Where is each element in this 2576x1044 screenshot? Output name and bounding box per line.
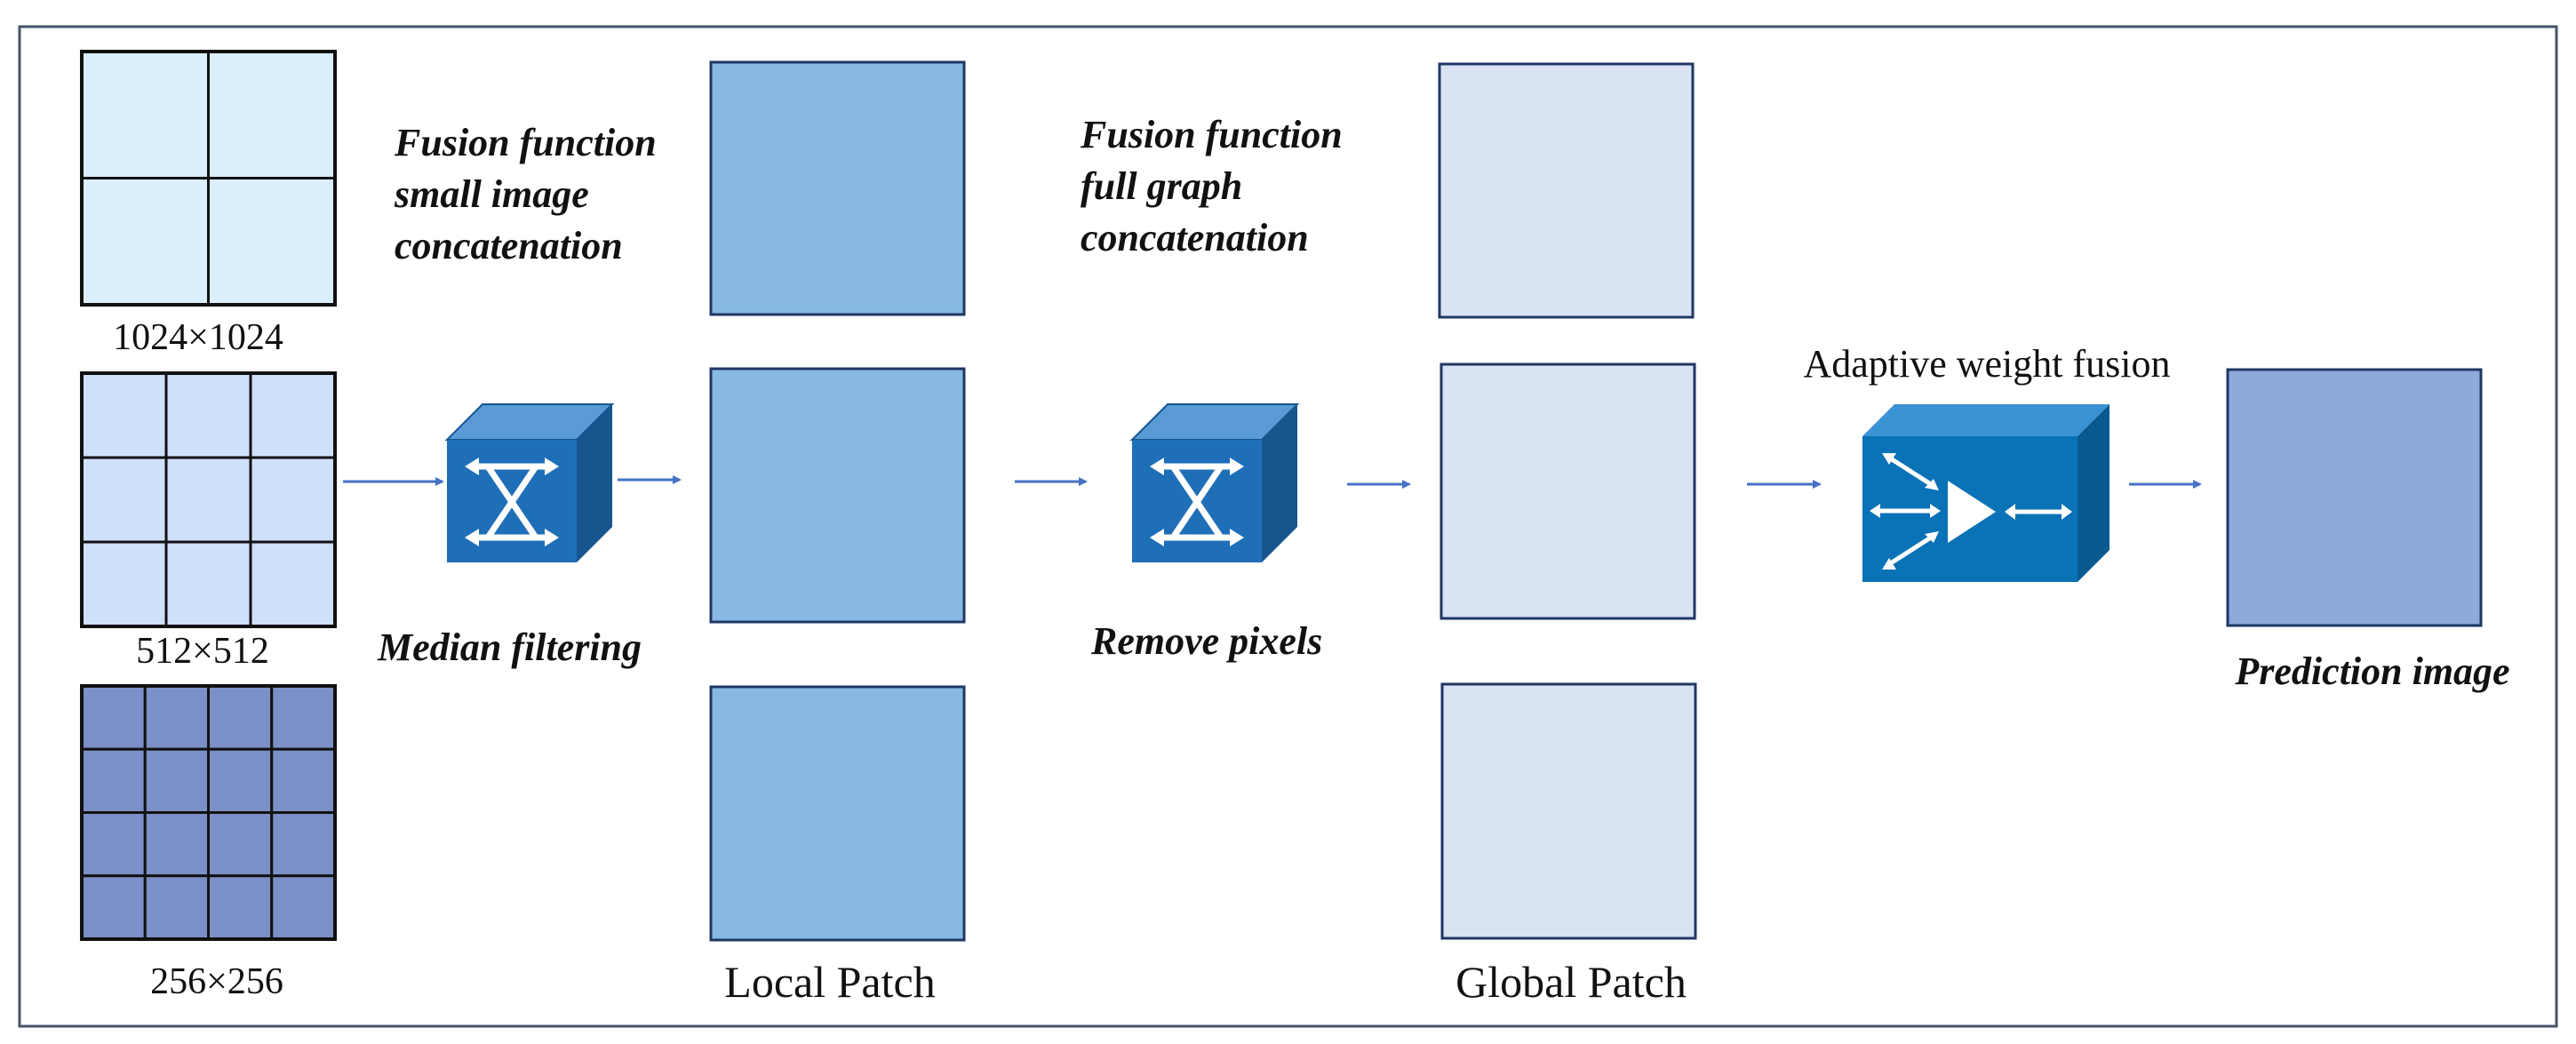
- fusion-global-line-3: concatenation: [1081, 216, 1309, 259]
- grid-cell: [164, 456, 252, 544]
- local-patch-2: [709, 367, 966, 624]
- grid-cell: [249, 456, 337, 544]
- local-patch-3: [709, 685, 966, 942]
- global-patch-3: [1440, 682, 1697, 940]
- fusion-global-caption: Fusion function full graph concatenation: [1080, 113, 1352, 259]
- grid-256: [80, 684, 337, 941]
- grid-1024: [80, 50, 337, 307]
- amplifier-box-icon: [1862, 404, 2109, 582]
- local-patch-1: [709, 60, 966, 316]
- fusion-local-line-1: Fusion function: [394, 121, 657, 164]
- grid-border: [80, 371, 337, 628]
- grid-cell: [80, 811, 147, 878]
- grid-cell: [164, 371, 252, 459]
- grid-cell: [80, 371, 168, 459]
- grid-cell: [80, 684, 147, 751]
- prediction-image-caption: Prediction image: [2234, 650, 2509, 693]
- grid-cell: [80, 177, 210, 307]
- grid-cell: [207, 811, 274, 878]
- grid-cell: [270, 747, 337, 814]
- grid-cell: [270, 874, 337, 941]
- global-patch-label: Global Patch: [1455, 957, 1687, 1007]
- grid-cell: [207, 177, 337, 307]
- grid-cell: [249, 371, 337, 459]
- grid-cell: [207, 874, 274, 941]
- prediction-image-box: [2226, 368, 2483, 627]
- grid-cell: [80, 50, 210, 179]
- grid-label-512: 512×512: [136, 631, 269, 672]
- grid-cell: [164, 540, 252, 628]
- grid-border: [80, 684, 337, 941]
- global-patch-2: [1440, 363, 1696, 620]
- fusion-global-line-1: Fusion function: [1080, 113, 1343, 156]
- grid-cell: [80, 540, 168, 628]
- grid-cell: [207, 50, 337, 179]
- grid-cell: [80, 874, 147, 941]
- grid-cell: [143, 811, 210, 878]
- grid-cell: [207, 684, 274, 751]
- grid-cell: [249, 540, 337, 628]
- grid-512: [80, 371, 337, 628]
- grid-cell: [143, 684, 210, 751]
- grid-label-1024: 1024×1024: [113, 317, 283, 358]
- local-patch-label: Local Patch: [724, 957, 935, 1007]
- switch-cube-icon: [1129, 403, 1300, 562]
- fusion-local-line-2: small image: [394, 172, 589, 216]
- grid-cell: [143, 747, 210, 814]
- fusion-local-line-3: concatenation: [395, 224, 623, 267]
- grid-cell: [207, 747, 274, 814]
- remove-pixels-caption: Remove pixels: [1090, 619, 1322, 663]
- grid-label-256: 256×256: [150, 961, 283, 1002]
- fusion-global-line-2: full graph: [1081, 164, 1242, 208]
- grid-cell: [270, 811, 337, 878]
- global-patch-1: [1438, 62, 1695, 319]
- grid-cell: [270, 684, 337, 751]
- median-filtering-caption: Median filtering: [377, 626, 642, 669]
- fusion-local-caption: Fusion function small image concatenatio…: [394, 121, 666, 267]
- adaptive-weight-fusion-caption: Adaptive weight fusion: [1803, 342, 2170, 386]
- grid-cell: [143, 874, 210, 941]
- grid-border: [80, 50, 337, 307]
- switch-cube-icon: [444, 403, 615, 562]
- grid-cell: [80, 456, 168, 544]
- grid-cell: [80, 747, 147, 814]
